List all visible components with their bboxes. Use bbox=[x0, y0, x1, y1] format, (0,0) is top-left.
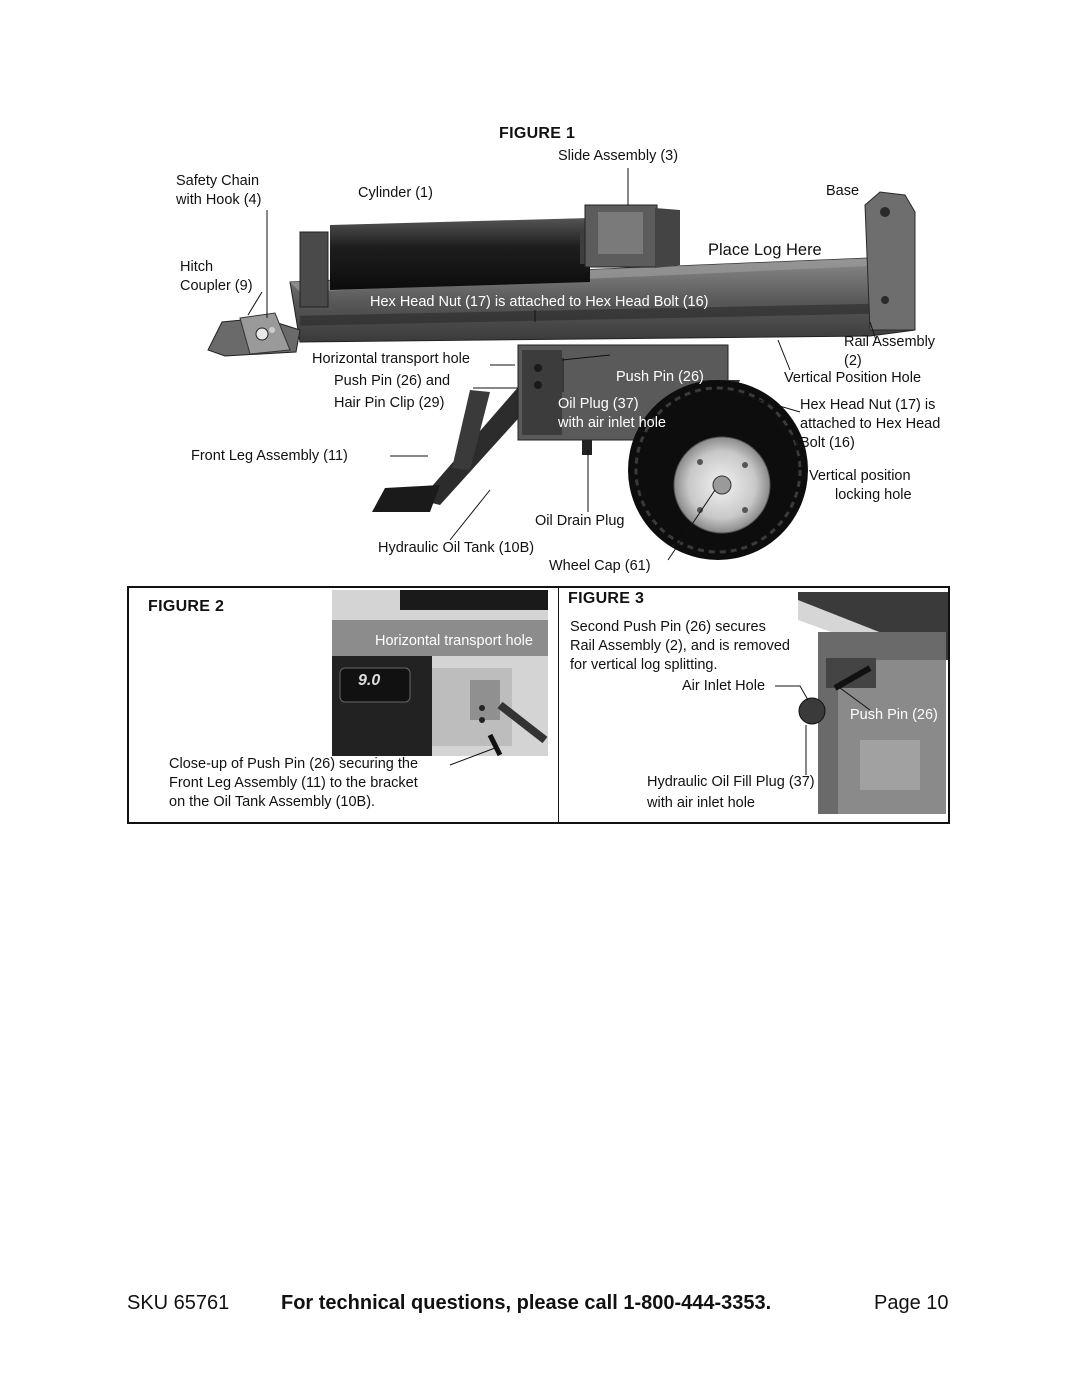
label-hex-nut-bolt: Hex Head Nut (17) is attached to Hex Hea… bbox=[370, 294, 709, 310]
label-vertical-position-hole: Vertical Position Hole bbox=[784, 370, 922, 386]
figure1-illustration bbox=[207, 168, 916, 561]
label-hitch-2: Coupler (9) bbox=[180, 278, 253, 294]
figure2-caption-3: on the Oil Tank Assembly (10B). bbox=[169, 794, 376, 810]
figure2-horizontal-hole-label: Horizontal transport hole bbox=[375, 633, 533, 649]
footer-page-number: Page 10 bbox=[874, 1292, 949, 1314]
label-hex-nut-right-1: Hex Head Nut (17) is bbox=[800, 397, 936, 413]
label-safety-chain-2: with Hook (4) bbox=[176, 192, 262, 208]
figures-2-3-frame bbox=[127, 586, 950, 824]
label-vertical-locking-1: Vertical position bbox=[809, 468, 911, 484]
label-wheel-cap: Wheel Cap (61) bbox=[549, 558, 651, 574]
base-plate-shape bbox=[864, 191, 916, 331]
slide-assembly-shape bbox=[584, 204, 680, 268]
label-hydraulic-tank: Hydraulic Oil Tank (10B) bbox=[378, 540, 535, 556]
engine-badge: 9.0 bbox=[358, 672, 381, 689]
footer-sku: SKU 65761 bbox=[127, 1292, 230, 1314]
front-leg-shape bbox=[372, 385, 535, 512]
label-hex-nut-right-2: attached to Hex Head bbox=[800, 416, 941, 432]
figure3-push-pin: Push Pin (26) bbox=[850, 707, 938, 723]
hitch-coupler-shape bbox=[207, 312, 301, 357]
figure3-text-3: for vertical log splitting. bbox=[570, 657, 718, 673]
figure2-caption-1: Close-up of Push Pin (26) securing the bbox=[169, 756, 419, 772]
label-push-pin-inner: Push Pin (26) bbox=[616, 369, 704, 385]
label-oil-plug-1: Oil Plug (37) bbox=[558, 396, 639, 412]
footer-tech-support: For technical questions, please call 1-8… bbox=[281, 1292, 771, 1315]
label-hex-nut-right-3: Bolt (16) bbox=[800, 435, 855, 451]
figure3-title: FIGURE 3 bbox=[568, 590, 645, 607]
figures-divider bbox=[558, 588, 559, 824]
figure3-air-inlet: Air Inlet Hole bbox=[682, 678, 766, 694]
label-front-leg: Front Leg Assembly (11) bbox=[191, 448, 348, 464]
label-cylinder: Cylinder (1) bbox=[358, 185, 433, 201]
label-oil-drain: Oil Drain Plug bbox=[535, 513, 625, 529]
label-rail-assembly-1: Rail Assembly bbox=[844, 334, 936, 350]
label-push-pin-1: Push Pin (26) and bbox=[334, 373, 451, 389]
label-rail-assembly-2: (2) bbox=[844, 353, 862, 369]
label-push-pin-2: Hair Pin Clip (29) bbox=[334, 395, 445, 411]
figure3-text-2: Rail Assembly (2), and is removed bbox=[570, 638, 790, 654]
label-vertical-locking-2: locking hole bbox=[835, 487, 912, 503]
figure3-fill-plug-1: Hydraulic Oil Fill Plug (37) bbox=[647, 774, 815, 790]
figure2-title: FIGURE 2 bbox=[148, 598, 225, 615]
figure3-text-1: Second Push Pin (26) secures bbox=[570, 619, 766, 635]
figure2-caption-2: Front Leg Assembly (11) to the bracket bbox=[169, 775, 418, 791]
label-horizontal-hole: Horizontal transport hole bbox=[312, 351, 470, 367]
wheel-shape bbox=[628, 380, 808, 560]
label-safety-chain-1: Safety Chain bbox=[176, 173, 260, 189]
figure1-title: FIGURE 1 bbox=[499, 125, 576, 142]
label-place-log: Place Log Here bbox=[708, 241, 822, 259]
figure3-fill-plug-2: with air inlet hole bbox=[647, 795, 755, 811]
label-hitch-1: Hitch bbox=[180, 259, 214, 275]
label-oil-plug-2: with air inlet hole bbox=[558, 415, 666, 431]
label-slide-assembly: Slide Assembly (3) bbox=[558, 148, 679, 164]
figure1-leader-lines bbox=[247, 168, 877, 561]
label-base: Base bbox=[826, 183, 860, 199]
footer-tech-text: For technical questions, please call 1-8… bbox=[281, 1292, 772, 1314]
